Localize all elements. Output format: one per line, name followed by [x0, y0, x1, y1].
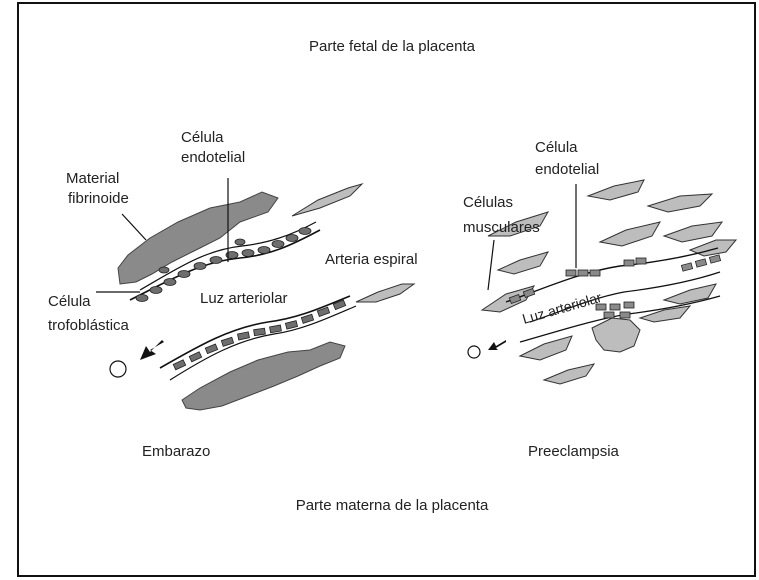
- flow-arrow-icon-small: [488, 340, 506, 350]
- vessel-wall-upper: [505, 247, 719, 303]
- fibrinoid-lower: [181, 341, 346, 411]
- label-material: Material: [66, 170, 119, 187]
- circle-marker-icon-small: [467, 345, 481, 359]
- label-celula-endotelial-r2: endotelial: [535, 161, 599, 178]
- bottom-title: Parte materna de la placenta: [296, 497, 489, 514]
- label-fibrinoide: fibrinoide: [68, 190, 129, 207]
- preeclampsia-panel: Célula endotelial Células musculares Luz…: [463, 139, 738, 460]
- label-celula-trofo-1: Célula: [48, 293, 91, 310]
- embarazo-panel: Material fibrinoide Célula endotelial Ar…: [48, 129, 418, 460]
- label-celula-endotelial-1: Célula: [181, 129, 224, 146]
- label-celulas-musc-1: Células: [463, 194, 513, 211]
- flow-arrow-icon: [140, 340, 164, 360]
- label-arteria-espiral: Arteria espiral: [325, 251, 418, 268]
- muscle-fragment: [355, 283, 416, 303]
- artery-wall-lower: [159, 295, 351, 369]
- label-preeclampsia: Preeclampsia: [528, 443, 620, 460]
- label-luz-arteriolar: Luz arteriolar: [200, 290, 288, 307]
- label-celula-endotelial-r1: Célula: [535, 139, 578, 156]
- label-celula-trofo-2: trofoblástica: [48, 317, 130, 334]
- circle-marker-icon: [109, 360, 127, 378]
- tissue-mass: [591, 317, 641, 353]
- label-embarazo: Embarazo: [142, 443, 210, 460]
- artery-wall-upper: [129, 229, 321, 301]
- label-celulas-musc-2: musculares: [463, 219, 540, 236]
- top-title: Parte fetal de la placenta: [309, 38, 476, 55]
- muscle-fragment: [291, 182, 364, 217]
- fibrinoid-upper: [117, 191, 279, 285]
- label-celula-endotelial-2: endotelial: [181, 149, 245, 166]
